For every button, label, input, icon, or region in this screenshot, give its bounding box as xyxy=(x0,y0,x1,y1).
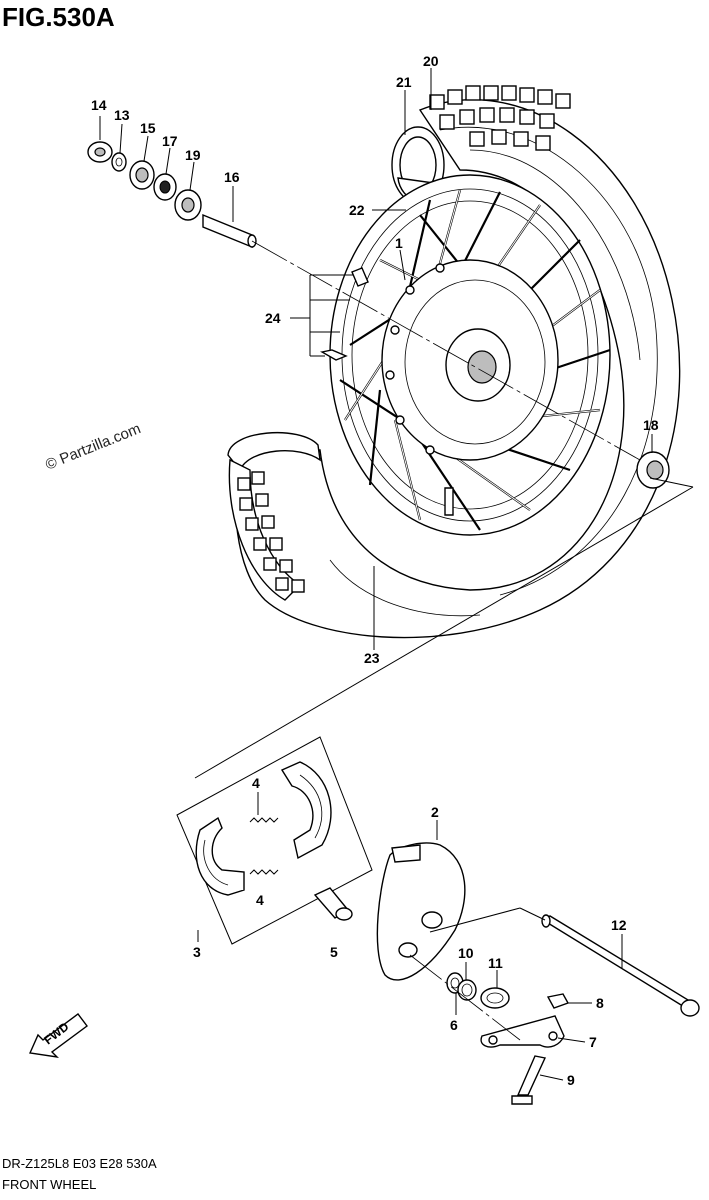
front-axle[interactable] xyxy=(541,914,700,1017)
callout-8: 8 xyxy=(596,995,604,1011)
wheel-hub[interactable] xyxy=(381,259,559,461)
callout-12: 12 xyxy=(611,917,627,933)
callout-23: 23 xyxy=(364,650,380,666)
callout-18: 18 xyxy=(643,417,659,433)
cam-lever-nut[interactable] xyxy=(546,993,570,1009)
callout-4-lower: 4 xyxy=(256,892,264,908)
brake-cam-lever[interactable] xyxy=(480,1015,565,1048)
callout-19: 19 xyxy=(185,147,201,163)
brake-panel[interactable] xyxy=(376,842,466,981)
callout-1: 1 xyxy=(395,235,403,251)
tire-valve[interactable] xyxy=(444,487,454,516)
brake-shoes[interactable] xyxy=(195,761,332,896)
callout-11: 11 xyxy=(488,955,503,971)
figure-title: FIG.530A xyxy=(2,2,115,32)
callout-16: 16 xyxy=(224,169,240,185)
leader-lines xyxy=(99,68,653,1081)
callout-2: 2 xyxy=(431,804,439,820)
axle-nut[interactable] xyxy=(87,141,113,163)
lever-bolt[interactable] xyxy=(511,1055,547,1105)
callout-7: 7 xyxy=(589,1034,597,1050)
callout-15: 15 xyxy=(140,120,156,136)
spokes xyxy=(339,189,611,531)
tire[interactable] xyxy=(227,85,681,639)
tire-tread-top xyxy=(429,85,571,151)
callout-13: 13 xyxy=(114,107,130,123)
callout-24: 24 xyxy=(265,310,281,326)
return-spring[interactable] xyxy=(480,987,510,1009)
tire-tread-section xyxy=(227,431,321,601)
brake-shoe-springs[interactable] xyxy=(249,817,279,875)
callout-14: 14 xyxy=(91,97,107,113)
callout-3: 3 xyxy=(193,944,201,960)
callout-labels: 14 13 15 17 19 16 21 20 22 1 24 18 23 4 … xyxy=(91,53,659,1088)
hub-bolts[interactable] xyxy=(320,267,369,361)
callout-5: 5 xyxy=(330,944,338,960)
speedometer-gear[interactable] xyxy=(129,160,155,190)
callout-22: 22 xyxy=(349,202,365,218)
callout-20: 20 xyxy=(423,53,439,69)
callout-9: 9 xyxy=(567,1072,575,1088)
brake-cam[interactable] xyxy=(313,887,353,921)
wheel-bearing-left[interactable] xyxy=(174,189,202,221)
brake-shoe-box xyxy=(176,736,373,945)
fwd-arrow-icon: FWD xyxy=(28,1013,88,1059)
callout-10: 10 xyxy=(458,945,474,961)
callout-4-upper: 4 xyxy=(252,775,260,791)
washer[interactable] xyxy=(111,152,127,172)
callout-21: 21 xyxy=(396,74,412,90)
model-code: DR-Z125L8 E03 E28 530A xyxy=(2,1156,157,1171)
figure-caption: FRONT WHEEL xyxy=(2,1177,96,1192)
watermark: © Partzilla.com xyxy=(43,420,143,474)
oil-seal[interactable] xyxy=(153,173,177,201)
spacer[interactable] xyxy=(202,213,257,249)
callout-17: 17 xyxy=(162,133,178,149)
wheel-bearing-right[interactable] xyxy=(636,451,670,489)
wear-indicator-plate[interactable] xyxy=(457,979,477,1001)
callout-6: 6 xyxy=(450,1017,458,1033)
